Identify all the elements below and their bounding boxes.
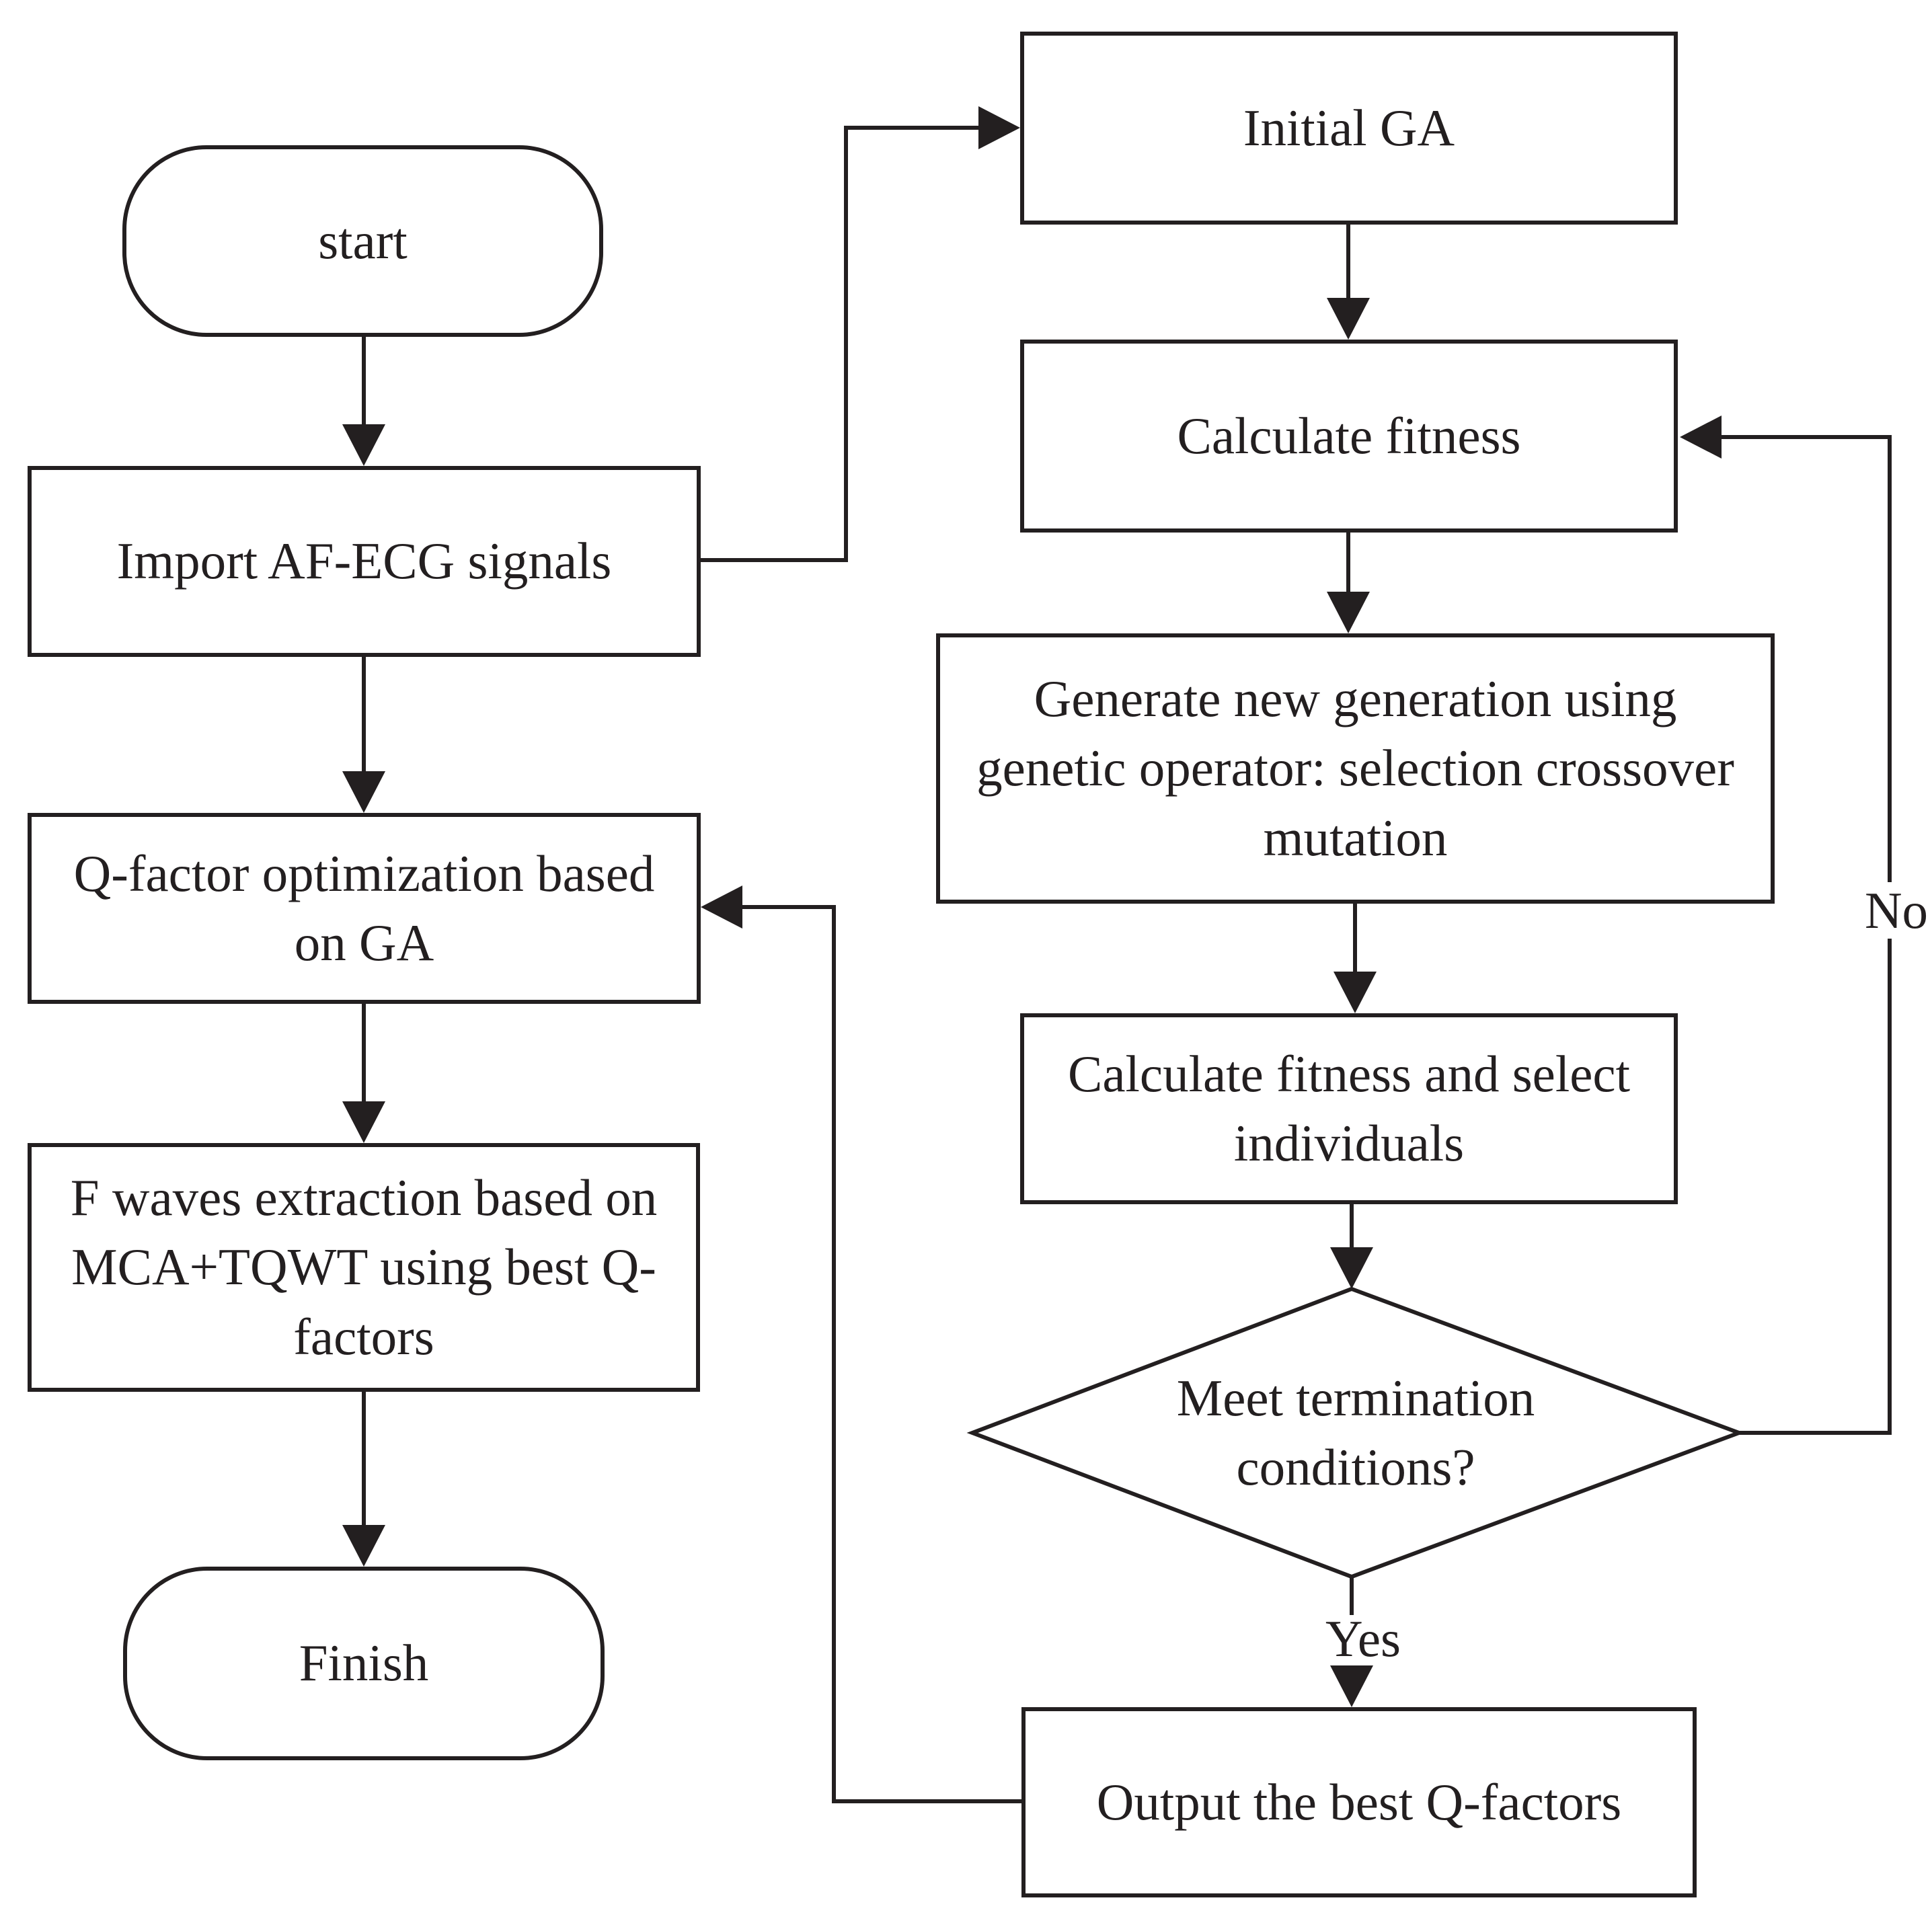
arrowhead-calcselect-top: [1334, 972, 1377, 1013]
arrowhead-qfactor-right: [701, 886, 742, 929]
node-initial-ga-label: Initial GA: [1243, 98, 1455, 157]
node-output-qfactors-label: Output the best Q-factors: [1096, 1772, 1622, 1831]
arrowhead-finish-top: [342, 1525, 385, 1567]
node-start: start: [122, 145, 603, 337]
node-import-signals: Import AF-ECG signals: [28, 466, 701, 657]
node-calc-fitness-select: Calculate fitness and select individuals: [1020, 1013, 1678, 1204]
arrowhead-output-top: [1330, 1665, 1373, 1707]
edge-label-yes: Yes: [1325, 1609, 1401, 1667]
node-generate-new-generation: Generate new generation using genetic op…: [936, 633, 1775, 904]
arrowhead-qfactor-top: [342, 771, 385, 813]
edge-label-no: No: [1851, 882, 1932, 939]
node-initial-ga: Initial GA: [1020, 32, 1678, 225]
node-decision-termination: Meet termination conditions?: [1176, 1368, 1535, 1496]
node-finish-label: Finish: [299, 1634, 429, 1692]
node-qfactor-optimization: Q-factor optimization based on GA: [28, 813, 701, 1004]
node-import-signals-label: Import AF-ECG signals: [116, 532, 612, 590]
node-start-label: start: [318, 211, 408, 270]
arrowhead-calcfitness-right: [1680, 416, 1722, 459]
arrowhead-calcfitness-top: [1327, 298, 1370, 340]
arrowhead-generate-top: [1327, 592, 1370, 633]
edge-import-initialga: [701, 126, 980, 562]
arrowhead-import-top: [342, 424, 385, 466]
edge-output-qfactor: [741, 905, 1021, 1803]
node-output-qfactors: Output the best Q-factors: [1021, 1707, 1697, 1897]
arrowhead-initialga-left: [978, 106, 1020, 149]
node-fwaves-extraction: F waves extraction based on MCA+TQWT usi…: [28, 1143, 700, 1392]
arrowhead-decision-top: [1330, 1247, 1373, 1289]
node-calculate-fitness-label: Calculate fitness: [1177, 406, 1521, 465]
decision-diamond-shape: [966, 1286, 1745, 1579]
arrowhead-fwaves-top: [342, 1101, 385, 1143]
node-finish: Finish: [123, 1567, 605, 1760]
node-calculate-fitness: Calculate fitness: [1020, 340, 1678, 533]
